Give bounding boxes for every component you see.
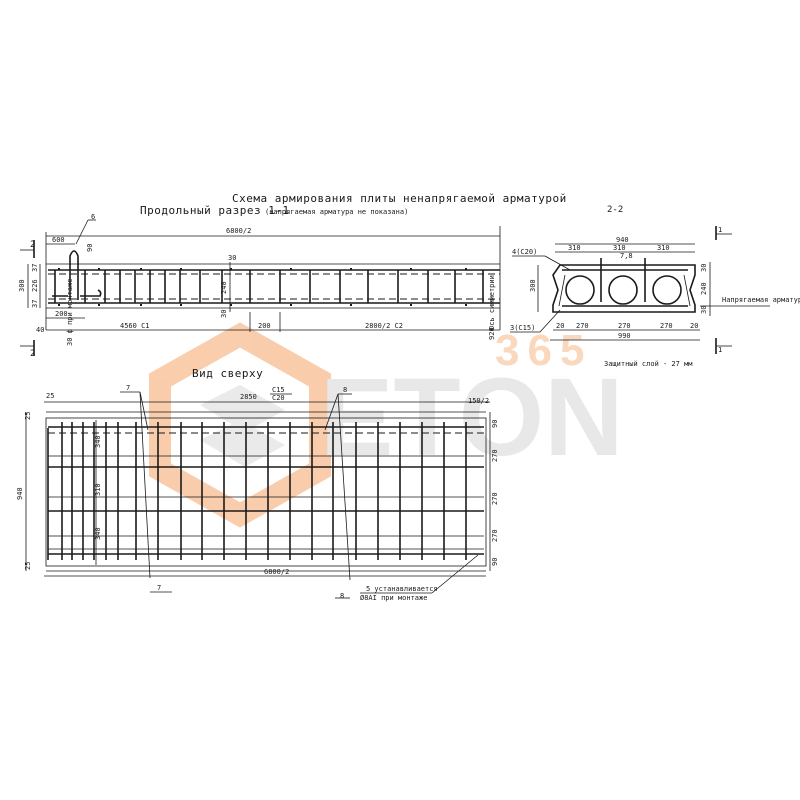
svg-text:20: 20 [556,322,564,330]
svg-text:270: 270 [491,529,499,542]
svg-text:200: 200 [55,310,68,318]
top-view-label: Вид сверху [192,367,263,380]
callout-3: 3(С15) [510,324,535,332]
watermark-text: ETON [320,356,624,479]
top-view: Вид сверху 25 2850 С15 С20 8 150/2 7 [16,367,499,602]
svg-text:25: 25 [24,412,32,420]
svg-text:7: 7 [126,384,130,392]
svg-text:150/2: 150/2 [468,397,489,405]
title-note: (напрягаемая арматура не показана) [265,208,408,216]
svg-text:90: 90 [491,558,499,566]
svg-text:7,8: 7,8 [620,252,633,260]
cross-section: 2-2 1 1 940 310 310 310 4(С20) 7,8 300 3… [510,205,800,368]
cross-section-label: 2-2 [607,205,623,215]
svg-text:4560 С1: 4560 С1 [120,322,150,330]
svg-text:37: 37 [31,264,39,272]
svg-text:2: 2 [30,349,35,359]
svg-text:340: 340 [94,435,102,448]
svg-text:30: 30 [220,310,228,318]
drawing-title: Схема армирования плиты ненапрягаемой ар… [232,192,567,205]
svg-text:340: 340 [94,527,102,540]
cover-note: Защитный слой - 27 мм [604,360,693,368]
svg-text:С15: С15 [272,386,285,394]
section-mark-top: 2 [30,240,35,250]
longitudinal-section: 2 2 6800/2 600 90 6 [18,213,501,359]
svg-text:300: 300 [18,279,26,292]
svg-text:37: 37 [31,300,39,308]
svg-text:940: 940 [616,236,629,244]
svg-text:6800/2: 6800/2 [264,568,289,576]
svg-text:270: 270 [618,322,631,330]
mounting-note-2: Ø8АI при монтаже [360,594,427,602]
watermark-layer-icon [200,385,285,432]
svg-text:226: 226 [31,279,39,292]
svg-text:1: 1 [718,226,722,234]
svg-text:270: 270 [576,322,589,330]
svg-text:270: 270 [491,492,499,505]
watermark-number: 365 [495,326,592,375]
svg-text:6800/2: 6800/2 [226,227,251,235]
svg-text:270: 270 [660,322,673,330]
svg-text:240: 240 [220,281,228,294]
svg-text:200: 200 [258,322,271,330]
svg-text:300: 300 [529,279,537,292]
prestressed-note: Напрягаемая арматура [722,296,800,304]
svg-text:940: 940 [16,487,24,500]
svg-text:40: 40 [36,326,44,334]
svg-text:90: 90 [86,244,94,252]
svg-text:30: 30 [228,254,236,262]
svg-text:6: 6 [91,213,95,221]
svg-text:920: 920 [488,327,496,340]
svg-text:25: 25 [24,562,32,570]
svg-text:310: 310 [613,244,626,252]
svg-text:600: 600 [52,236,65,244]
svg-text:8: 8 [340,592,344,600]
svg-text:7: 7 [157,584,161,592]
svg-text:8: 8 [343,386,347,394]
mounting-note-1: 5 устанавливается [366,585,438,593]
svg-text:90: 90 [491,420,499,428]
svg-text:30 ф при монтаже: 30 ф при монтаже [66,279,74,346]
svg-text:20: 20 [690,322,698,330]
callout-4: 4(С20) [512,248,537,256]
symmetry-axis-label: Ось симметрии [488,275,496,330]
svg-text:1: 1 [718,346,722,354]
watermark-hex-icon [149,322,331,528]
svg-text:30: 30 [700,306,708,314]
svg-text:С20: С20 [272,394,285,402]
watermark: ETON 365 [149,322,624,528]
svg-text:310: 310 [94,483,102,496]
svg-text:25: 25 [46,392,54,400]
svg-text:30: 30 [700,264,708,272]
svg-text:270: 270 [491,449,499,462]
svg-text:310: 310 [657,244,670,252]
section-title: Продольный разрез 1-1 [140,204,290,217]
svg-text:990: 990 [618,332,631,340]
svg-text:240: 240 [700,282,708,295]
svg-text:310: 310 [568,244,581,252]
svg-text:2800/2 С2: 2800/2 С2 [365,322,403,330]
svg-text:2850: 2850 [240,393,257,401]
